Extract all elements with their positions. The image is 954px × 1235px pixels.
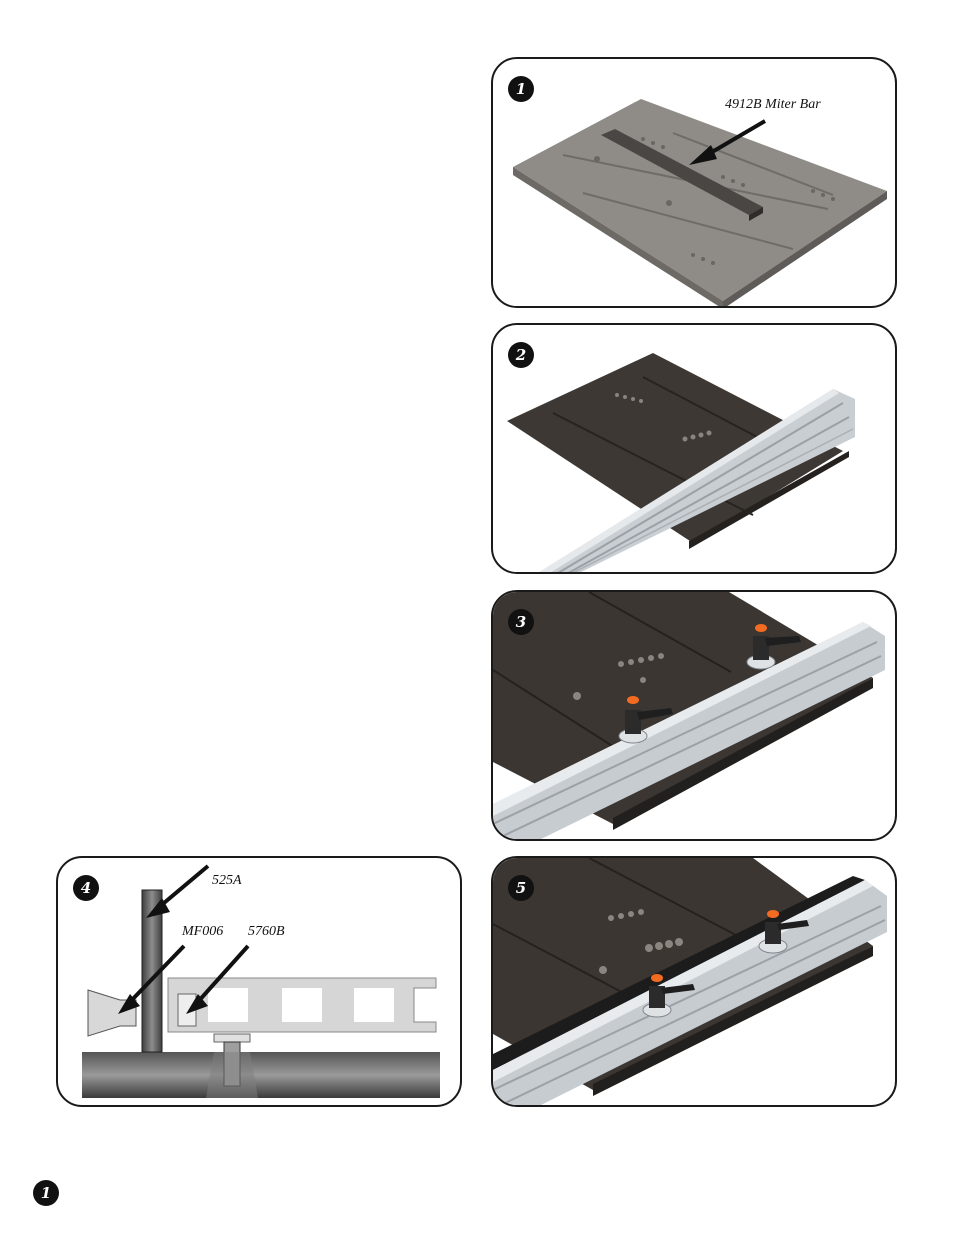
- step-3-panel: 3: [491, 590, 897, 841]
- step-2-badge: 2: [508, 342, 534, 368]
- miter-bar-callout: 4912B Miter Bar: [725, 97, 821, 113]
- part-mf006-callout: MF006: [182, 924, 223, 940]
- fence-with-scale-illustration: [493, 858, 897, 1107]
- cross-section-illustration: [58, 858, 462, 1107]
- step-1-panel: 1 4912B Miter Bar: [491, 57, 897, 308]
- step-4-panel: 4 525A MF006 5760B: [56, 856, 462, 1107]
- step-1-badge: 1: [508, 76, 534, 102]
- footer-step-badge: 1: [33, 1180, 59, 1206]
- step-5-panel: 5: [491, 856, 897, 1107]
- step-2-panel: 2: [491, 323, 897, 574]
- miter-plate-illustration: [493, 59, 897, 308]
- fence-with-knobs-illustration: [493, 592, 897, 841]
- part-5760b-callout: 5760B: [248, 924, 285, 940]
- part-525a-callout: 525A: [212, 873, 242, 889]
- step-3-badge: 3: [508, 609, 534, 635]
- step-4-badge: 4: [73, 875, 99, 901]
- plate-with-fence-illustration: [493, 325, 897, 574]
- step-5-badge: 5: [508, 875, 534, 901]
